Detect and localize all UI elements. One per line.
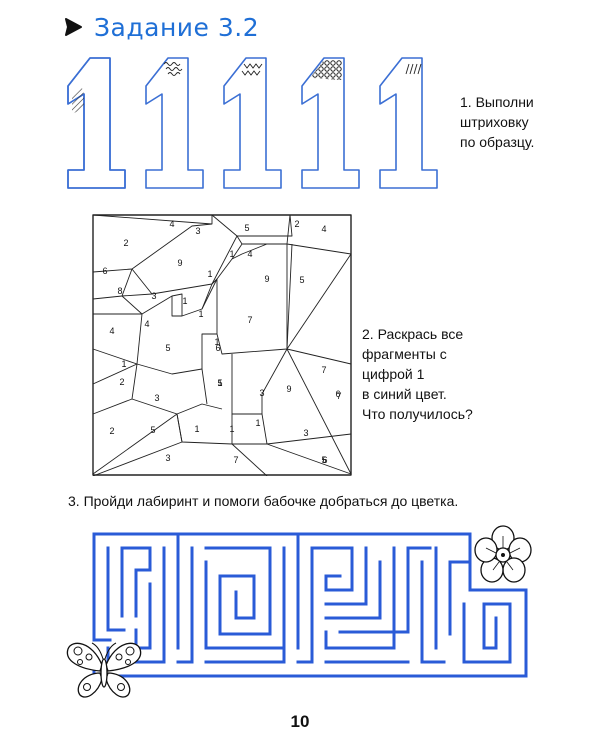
fragment-number: 7 [321,365,326,375]
task-1-text: 1. Выполни штриховку по образцу. [460,92,590,152]
task-1-line: штриховку [460,114,529,130]
fragment-number: 4 [247,249,252,259]
task-heading: Задание 3.2 [62,10,259,44]
fragment-number: 9 [286,384,291,394]
fragment-number: 3 [154,393,159,403]
fragment-number: 1 [182,296,187,306]
fragment-number: 3 [259,388,264,398]
fragment-number: 5 [165,343,170,353]
digit-ones-row [67,57,438,189]
hatch-sample-diagonal [72,88,84,114]
fragment-number: 6 [335,389,340,399]
fragment-number: 2 [119,377,124,387]
fragment-number: 1 [198,309,203,319]
fragment-number: 1 [229,424,234,434]
butterfly-icon [66,642,142,698]
fragment-number: 6 [215,343,220,353]
task-2-line: 2. Раскрась все [362,326,464,342]
task-2-line: фрагменты с цифрой 1 [362,346,447,382]
hatch-sample-strokes [405,63,422,75]
hatch-sample-loops [163,62,183,76]
fragment-number: 4 [321,224,326,234]
task-3-text: 3. Пройди лабиринт и помоги бабочке добр… [68,493,459,509]
fragment-number: 2 [294,219,299,229]
page-number: 10 [290,712,310,731]
fragment-number: 2 [109,426,114,436]
fragment-number: 9 [264,274,269,284]
fragment-number: 5 [244,223,249,233]
hatch-sample-zigzag [241,63,263,76]
fragment-number: 7 [233,455,238,465]
fragment-number: 5 [321,455,326,465]
fragment-number: 1 [207,269,212,279]
fragment-number: 5 [150,425,155,435]
task-2-line: в синий цвет. [362,386,447,402]
fragment-number: 6 [102,266,107,276]
fragment-number: 1 [121,359,126,369]
digit-one-4 [301,57,360,189]
fragment-number: 3 [165,453,170,463]
fragment-number: 4 [169,219,174,229]
maze[interactable] [90,530,530,680]
arrow-right-icon [65,18,82,36]
fragment-number: 7 [336,391,341,401]
fragment-number: 1 [229,249,234,259]
digit-one-3 [223,57,282,189]
task-2-line: Что получилось? [362,406,473,422]
digit-one-5 [379,57,438,189]
task-1-line: 1. Выполни [460,94,534,110]
flower-icon [474,525,532,583]
fragment-number: 1 [194,424,199,434]
fragment-number: 3 [303,428,308,438]
digit-one-1 [67,57,126,189]
task-2-text: 2. Раскрась все фрагменты с цифрой 1 в с… [362,324,497,424]
fragment-number: 1 [214,337,219,347]
fragment-number: 4 [109,326,114,336]
fragment-number: 5 [299,275,304,285]
digit-one-2 [145,57,204,189]
fragment-number: 9 [177,258,182,268]
fragment-number: 1 [255,418,260,428]
fragment-number: 4 [144,319,149,329]
fragment-number: 6 [322,455,327,465]
fragment-number: 8 [117,286,122,296]
fragment-number: 5 [217,378,222,388]
fragment-number: 1 [217,378,222,388]
task-1-line: по образцу. [460,134,535,150]
fragment-number: 7 [247,315,252,325]
fragment-number: 2 [123,238,128,248]
fragment-number: 3 [195,226,200,236]
page-title: Задание 3.2 [94,12,260,42]
hatch-sample-circles [310,60,342,80]
fragment-number: 3 [151,291,156,301]
